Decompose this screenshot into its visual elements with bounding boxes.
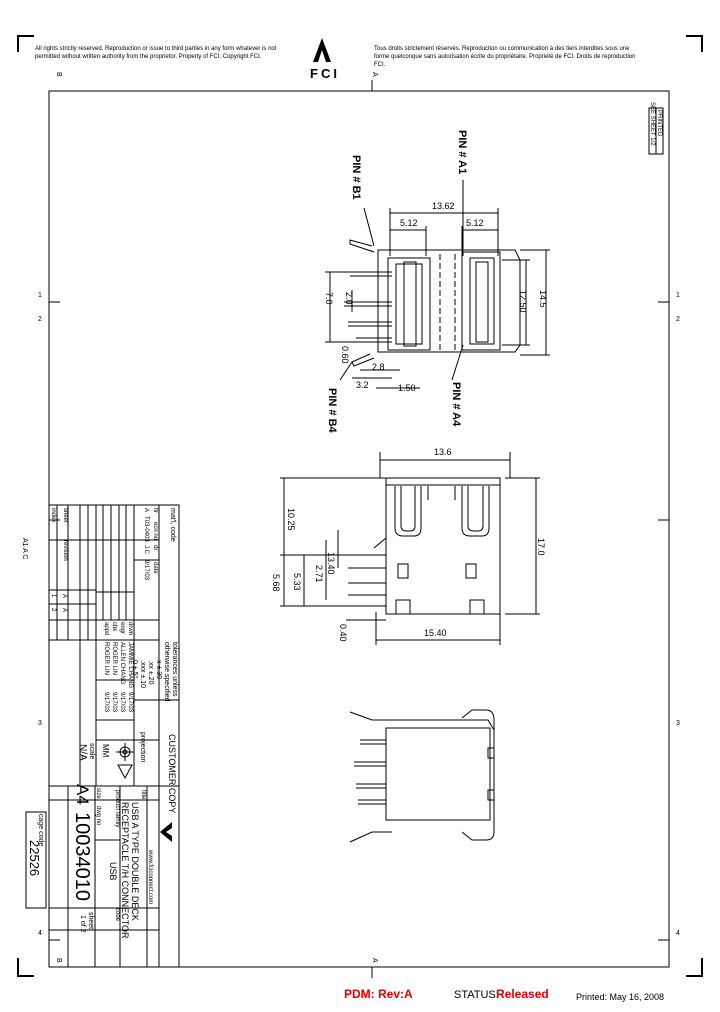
zone-3-right: 3 bbox=[676, 720, 680, 727]
tb-title-label: title bbox=[140, 790, 146, 800]
printed-date: Printed: May 16, 2008 bbox=[576, 992, 665, 1002]
tb-rev-ecn: T03-0403 bbox=[143, 516, 149, 542]
pin-a4-label: PIN # A4 bbox=[450, 382, 462, 427]
tb-sign-date-1: 9/17/03 bbox=[127, 692, 133, 713]
zone-2-right: 2 bbox=[676, 316, 680, 323]
tb-sign-engr: engr bbox=[119, 622, 125, 635]
zone-3-left: 3 bbox=[38, 720, 42, 727]
zone-1-right: 1 bbox=[676, 292, 680, 299]
dim-12-50: 12.50 bbox=[518, 290, 528, 313]
tb-tolerance-1: tolerances unless bbox=[171, 642, 178, 697]
dim-10-25: 10.25 bbox=[286, 508, 296, 531]
top-view-drawing bbox=[325, 180, 550, 389]
tb-tolerance-5: .xxx ±.10 bbox=[139, 660, 146, 688]
tb-sheet-2: 2 bbox=[50, 608, 56, 612]
tb-product-family: USB bbox=[108, 862, 118, 881]
copyright-notice-en: All rights strictly reserved. Reproducti… bbox=[35, 46, 277, 60]
tb-dwg-number: 10034010 bbox=[71, 812, 93, 901]
dim-2-71: 2.71 bbox=[314, 565, 324, 583]
tb-sheet-label: sheet bbox=[87, 912, 94, 930]
dim-13-62: 13.62 bbox=[432, 201, 455, 211]
status-value: Released bbox=[496, 987, 549, 1001]
tb-matl-label: mat'l, code bbox=[169, 508, 176, 542]
tb-sign-drwn: drwn bbox=[127, 622, 133, 636]
dim-5-68: 5.68 bbox=[271, 574, 281, 592]
title-block-frame bbox=[25, 504, 180, 968]
tb-sign-name-2: ALLEN CHANG bbox=[119, 642, 125, 685]
pdm-revision: PDM: Rev:A bbox=[344, 987, 413, 1001]
tb-website: www.fciconnect.com bbox=[147, 850, 153, 905]
tb-rev-header-dr: dr bbox=[152, 545, 158, 551]
dim-0-60: 0.60 bbox=[340, 346, 350, 364]
dim-13-6: 13.6 bbox=[434, 447, 452, 457]
tb-sign-date-3: 9/17/03 bbox=[111, 692, 117, 713]
zone-1-left: 1 bbox=[38, 292, 42, 299]
tb-index-label: index bbox=[50, 508, 56, 523]
tb-rev-header-ecn: ecn no bbox=[152, 522, 158, 541]
tb-cage-code: 22526 bbox=[27, 840, 42, 877]
tb-rev-date: 9/17/03 bbox=[143, 560, 149, 581]
tb-sign-date-4: 9/17/03 bbox=[103, 692, 109, 713]
copyright-notice-fr: Tous droits strictement réservés. Reprod… bbox=[374, 46, 636, 68]
tb-units: MM bbox=[101, 744, 110, 758]
pin-b1-label: PIN # B1 bbox=[350, 155, 362, 200]
dim-1-50: 1.50 bbox=[398, 383, 416, 393]
tb-title-line2: RECEPTACLE T/H CONNECTOR bbox=[120, 802, 130, 939]
tb-scale-label: scale bbox=[88, 743, 95, 760]
tb-title-line1: USB A TYPE DOUBLE DECK bbox=[130, 802, 140, 921]
dim-5-33: 5.33 bbox=[292, 573, 302, 591]
dim-14-5: 14.5 bbox=[538, 290, 548, 308]
side-view-drawing bbox=[349, 709, 495, 843]
print-stamp-line1: PRINTED bbox=[656, 110, 662, 137]
tb-tolerance-4: .xx ±.20 bbox=[147, 660, 154, 685]
tb-sign-appd: appd bbox=[103, 622, 109, 636]
dim-2-0: 2.0 bbox=[344, 292, 354, 305]
front-view-drawing bbox=[280, 452, 540, 645]
tb-code-label: code bbox=[114, 908, 120, 922]
tb-sign-name-4: ROGER LIN bbox=[103, 642, 109, 676]
zone-4-right: 4 bbox=[676, 930, 680, 937]
tb-projection-label: projection bbox=[139, 732, 146, 763]
tb-tolerance-3: x ±.30 bbox=[155, 660, 162, 680]
dim-3-2: 3.2 bbox=[356, 380, 369, 390]
tb-rev-dr: J.C bbox=[143, 545, 149, 554]
fci-logo-text: FCI bbox=[310, 66, 340, 81]
tb-sign-chk: chk bbox=[111, 622, 117, 632]
dim-15-40: 15.40 bbox=[424, 628, 447, 638]
tb-rev-header-date: date bbox=[152, 562, 158, 574]
tb-sign-name-3: ROGER LIN bbox=[111, 642, 117, 676]
dim-5-12-left: 5.12 bbox=[400, 218, 418, 228]
tb-rev-ltr: A bbox=[143, 508, 149, 513]
pin-a1-label: PIN # A1 bbox=[456, 130, 468, 175]
dim-7-0: 7.0 bbox=[324, 292, 334, 305]
dim-17-0: 17.0 bbox=[536, 538, 546, 556]
dim-0-40: 0.40 bbox=[338, 624, 348, 642]
fci-logo bbox=[160, 38, 331, 842]
tb-sheet-header: sheet bbox=[62, 508, 68, 523]
tb-customer-copy: CUSTOMER COPY bbox=[167, 734, 177, 814]
tb-tolerance-2: otherwise specified bbox=[163, 642, 170, 702]
tb-sheet-1: 1 bbox=[50, 594, 56, 598]
tb-sign-name-1: JAMMIE CHANG bbox=[127, 642, 133, 689]
zone-2-left: 2 bbox=[38, 316, 42, 323]
dim-5-12-right: 5.12 bbox=[466, 218, 484, 228]
tb-sheet-value: 1 of 2 bbox=[79, 915, 86, 933]
tb-sign-date-2: 9/17/03 bbox=[119, 692, 125, 713]
zone-4-left: 4 bbox=[38, 930, 42, 937]
tb-rev-2: A bbox=[61, 608, 67, 613]
tb-revision-header: revision bbox=[62, 540, 68, 561]
tb-scale-value: N/A bbox=[77, 744, 88, 761]
tb-rev-header-ltr: ltr bbox=[152, 508, 158, 513]
tb-size-value: A4 bbox=[73, 784, 92, 805]
tb-product-family-label: product family bbox=[114, 790, 120, 828]
tb-dwg-label: dwg no bbox=[95, 806, 101, 826]
print-stamp-line2: SEE SHEET 1/2 bbox=[649, 102, 655, 146]
tb-rev-1: A bbox=[61, 594, 67, 599]
status-label: STATUS: bbox=[454, 989, 499, 1001]
pin-b4-label: PIN # B4 bbox=[326, 388, 338, 433]
dim-2-8: 2.8 bbox=[372, 362, 385, 372]
dim-13-40: 13.40 bbox=[326, 552, 336, 575]
tb-size-label: size bbox=[95, 788, 101, 799]
